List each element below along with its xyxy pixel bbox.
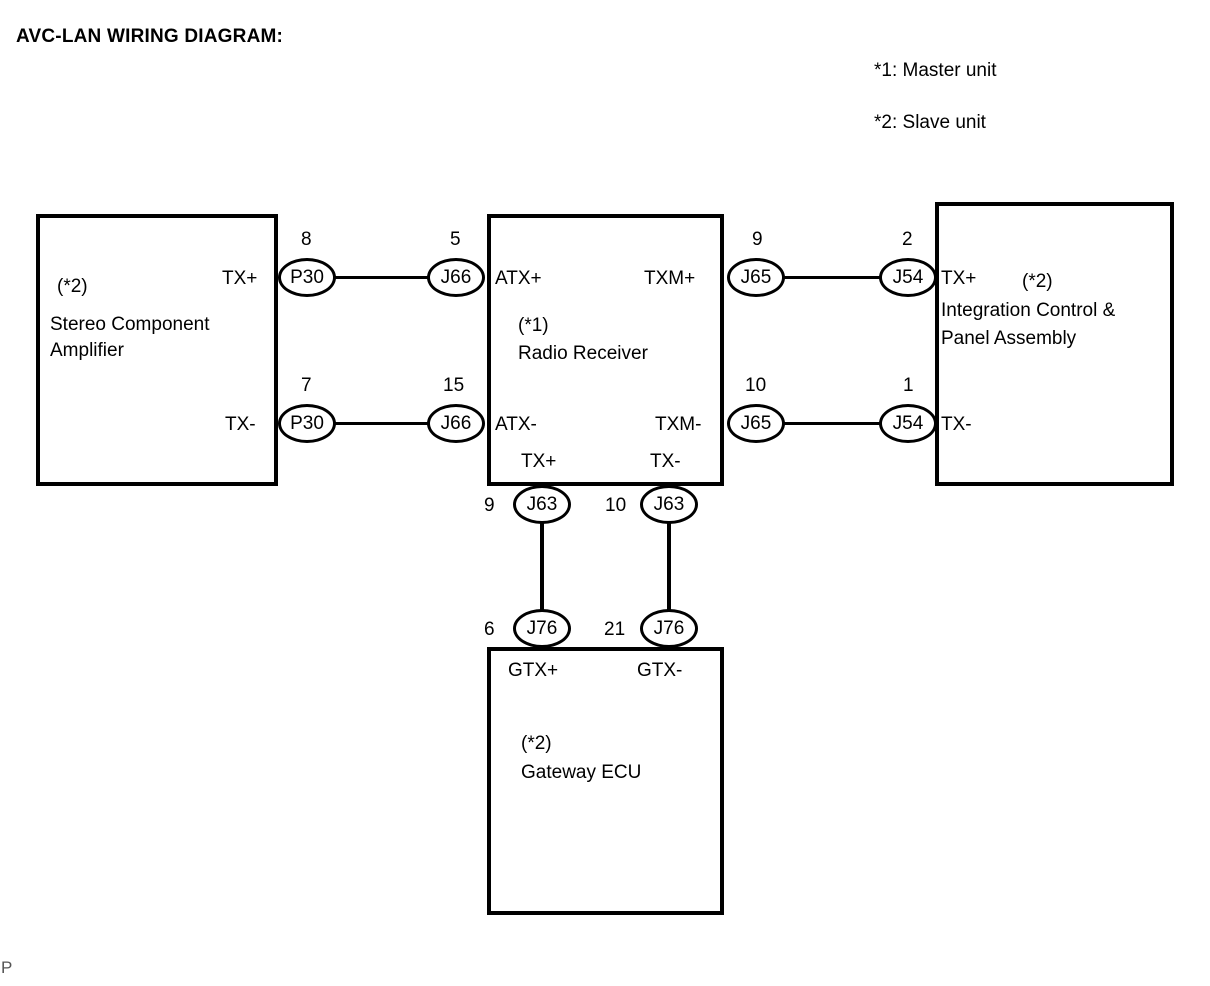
- connector-j66-radio-atxm[interactable]: J66: [427, 404, 485, 443]
- amplifier-name-line1: Stereo Component: [50, 314, 210, 335]
- integration-terminal-txm: TX-: [941, 414, 972, 435]
- pin-number-radio-atxm: 15: [443, 375, 465, 396]
- legend-master-unit: *1: Master unit: [874, 60, 997, 81]
- wire-radio-txm-to-gw-gtxm: [667, 520, 671, 612]
- wire-radio-txp-to-gw-gtxp: [540, 520, 544, 612]
- page-title: AVC-LAN WIRING DIAGRAM:: [16, 26, 284, 47]
- amplifier-name-line2: Amplifier: [50, 340, 124, 361]
- radio-terminal-txmm: TXM-: [655, 414, 702, 435]
- pin-number-radio-txp: 9: [484, 495, 495, 516]
- wire-radio-txmp-to-int-txp: [782, 276, 881, 279]
- gateway-terminal-gtxm: GTX-: [637, 660, 683, 681]
- integration-name-line1: Integration Control &: [941, 300, 1116, 321]
- wire-amp-txm-to-radio-atxm: [330, 422, 430, 425]
- integration-name-line2: Panel Assembly: [941, 328, 1077, 349]
- box-integration-control-panel-assembly: [935, 202, 1174, 486]
- radio-terminal-txm: TX-: [650, 451, 681, 472]
- wire-radio-txmm-to-int-txm: [782, 422, 881, 425]
- box-stereo-component-amplifier: [36, 214, 278, 486]
- legend-slave-unit: *2: Slave unit: [874, 112, 986, 133]
- radio-terminal-atxp: ATX+: [495, 268, 542, 289]
- amplifier-slave-marker: (*2): [57, 276, 88, 297]
- box-radio-receiver: [487, 214, 724, 486]
- connector-j65-radio-txmp[interactable]: J65: [727, 258, 785, 297]
- amplifier-terminal-txp: TX+: [222, 268, 258, 289]
- amplifier-terminal-txm: TX-: [225, 414, 256, 435]
- connector-j63-radio-txm[interactable]: J63: [640, 485, 698, 524]
- pin-number-int-txp: 2: [902, 229, 913, 250]
- integration-terminal-txp: TX+: [941, 268, 977, 289]
- pin-number-radio-txmm: 10: [745, 375, 767, 396]
- pin-number-radio-txm: 10: [605, 495, 627, 516]
- gateway-terminal-gtxp: GTX+: [508, 660, 559, 681]
- connector-p30-amp-txm[interactable]: P30: [278, 404, 336, 443]
- connector-j63-radio-txp[interactable]: J63: [513, 485, 571, 524]
- connector-j54-int-txm[interactable]: J54: [879, 404, 937, 443]
- pin-number-amp-txp: 8: [301, 229, 312, 250]
- connector-j76-gw-gtxm[interactable]: J76: [640, 609, 698, 648]
- pin-number-gw-gtxp: 6: [484, 619, 495, 640]
- connector-j54-int-txp[interactable]: J54: [879, 258, 937, 297]
- pin-number-gw-gtxm: 21: [604, 619, 626, 640]
- pin-number-radio-atxp: 5: [450, 229, 461, 250]
- radio-master-marker: (*1): [518, 315, 549, 336]
- pin-number-radio-txmp: 9: [752, 229, 763, 250]
- connector-j76-gw-gtxp[interactable]: J76: [513, 609, 571, 648]
- radio-terminal-atxm: ATX-: [495, 414, 537, 435]
- gateway-name: Gateway ECU: [521, 762, 642, 783]
- integration-slave-marker: (*2): [1022, 271, 1053, 292]
- page-mark: P: [1, 958, 13, 977]
- radio-terminal-txp: TX+: [521, 451, 557, 472]
- connector-j66-radio-atxp[interactable]: J66: [427, 258, 485, 297]
- pin-number-int-txm: 1: [903, 375, 914, 396]
- gateway-slave-marker: (*2): [521, 733, 552, 754]
- wire-amp-txp-to-radio-atxp: [330, 276, 430, 279]
- pin-number-amp-txm: 7: [301, 375, 312, 396]
- connector-j65-radio-txmm[interactable]: J65: [727, 404, 785, 443]
- connector-p30-amp-txp[interactable]: P30: [278, 258, 336, 297]
- radio-terminal-txmp: TXM+: [644, 268, 696, 289]
- box-gateway-ecu: [487, 647, 724, 915]
- radio-name: Radio Receiver: [518, 343, 648, 364]
